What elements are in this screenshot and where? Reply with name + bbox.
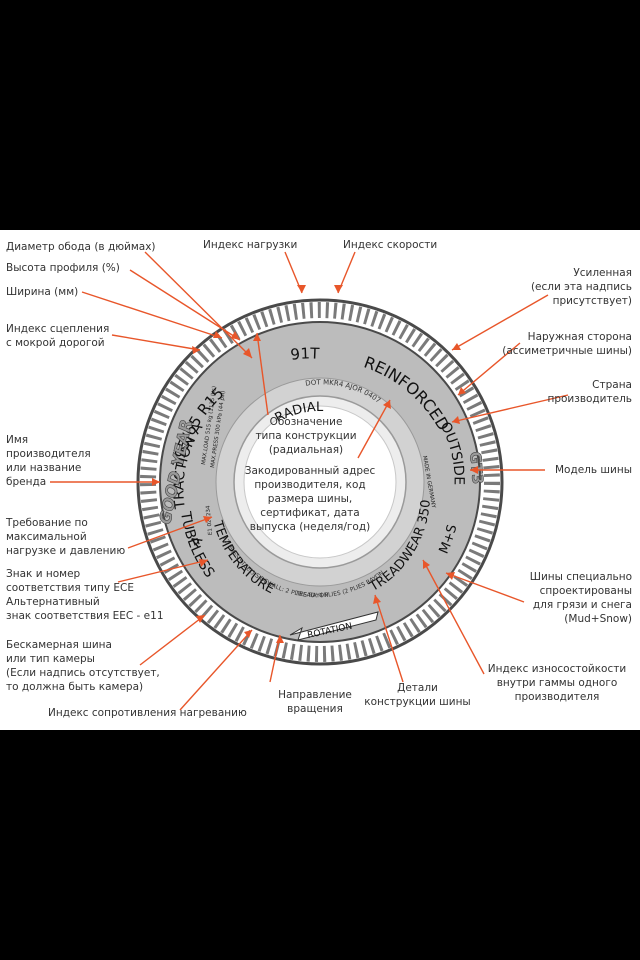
label-ece: Знак и номер соответствия типу ECE Альте… bbox=[6, 568, 164, 622]
label-encoded-address: Закодированный адрес производителя, код … bbox=[244, 465, 376, 533]
rotation-arrow-icon bbox=[289, 611, 379, 641]
label-mud-snow: Шины специально спроектированы для грязи… bbox=[529, 571, 632, 625]
label-outside: Наружная сторона (ассиметричные шины) bbox=[502, 331, 632, 357]
label-wet-grip: Индекс сцепления с мокрой дорогой bbox=[6, 323, 110, 349]
diagram-panel: 195/65 R15 91T REINFORCED RADIAL OUTSIDE… bbox=[0, 230, 640, 730]
svg-text:91T: 91T bbox=[289, 344, 320, 364]
label-manufacturer: Имя производителя или название бренда bbox=[6, 434, 91, 488]
tire-ece-text: E1 021234 bbox=[205, 505, 214, 536]
label-construction-details: Детали конструкции шины bbox=[364, 682, 471, 708]
tire-diagram: 195/65 R15 91T REINFORCED RADIAL OUTSIDE… bbox=[50, 251, 569, 711]
label-model: Модель шины bbox=[554, 464, 632, 476]
label-speed-index: Индекс скорости bbox=[343, 239, 438, 251]
label-country: Страна производитель bbox=[547, 379, 632, 405]
label-treadwear: Индекс износостойкости внутри гаммы одно… bbox=[487, 663, 627, 703]
label-rotation: Направление вращения bbox=[278, 689, 352, 715]
label-rim-diameter: Диаметр обода (в дюймах) bbox=[6, 241, 156, 253]
tire-tread-band bbox=[140, 302, 500, 662]
label-reinforced: Усиленная (если эта надпись присутствует… bbox=[530, 267, 632, 307]
label-tubeless: Бескамерная шина или тип камеры (Если на… bbox=[6, 639, 160, 693]
label-temperature: Индекс сопротивления нагреванию bbox=[48, 707, 247, 719]
leader-lines bbox=[50, 251, 569, 711]
label-aspect-ratio: Высота профиля (%) bbox=[6, 262, 120, 274]
tire-load-speed-text: 91T bbox=[289, 344, 320, 364]
rim-hole bbox=[243, 405, 397, 559]
label-load-index: Индекс нагрузки bbox=[203, 239, 298, 251]
label-construction-type: Обозначение типа конструкции (радиальная… bbox=[255, 416, 357, 456]
label-width: Ширина (мм) bbox=[6, 286, 79, 298]
label-max-load: Требование по максимальной нагрузке и да… bbox=[6, 517, 126, 557]
leader-arrowheads bbox=[152, 285, 478, 643]
